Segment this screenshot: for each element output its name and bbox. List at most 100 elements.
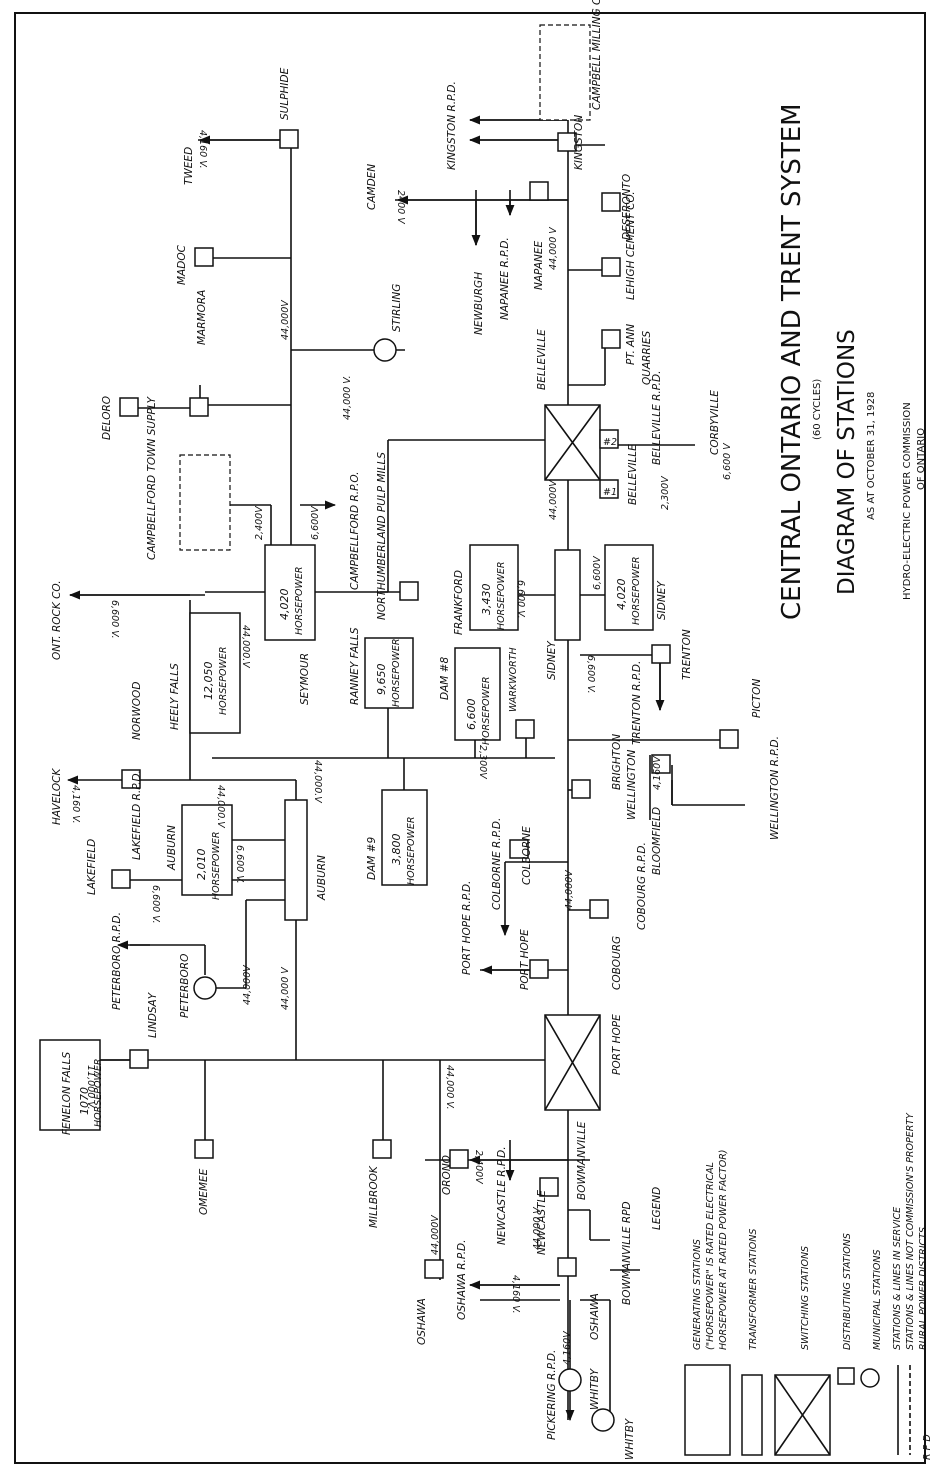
frankford-unit: HORSEPOWER [496,562,507,630]
label-cobourg-rpd: COBOURG R.P.D. [636,842,648,930]
svg-text:4,160 V.: 4,160 V. [197,130,208,169]
svg-text:4,160 V.: 4,160 V. [510,1275,521,1314]
svg-text:GENERATING STATIONS: GENERATING STATIONS [692,1239,703,1350]
auburn-gen-unit: HORSEPOWER [211,832,222,900]
dam8-hp: 6,600 [465,699,478,731]
label-bloomfield: BLOOMFIELD [651,807,663,875]
label-deloro: DELORO [101,396,113,440]
sidney-gen-unit: HORSEPOWER [631,557,642,625]
label-whitby: WHITBY [589,1367,601,1410]
label-sidney-ts: SIDNEY [546,640,558,680]
label-belleville: BELLEVILLE [536,329,548,390]
svg-text:44,000 V: 44,000 V [532,1206,543,1250]
svg-text:44,000 V.: 44,000 V. [444,1065,455,1110]
svg-text:6,600 V: 6,600 V [722,442,733,480]
svg-text:44,000V: 44,000V [242,964,253,1005]
svg-text:6,600 V.: 6,600 V. [109,600,120,639]
label-deseronto: DESERONTO [621,174,633,240]
label-peterboro-rpd: PETERBORO R.P.D. [111,912,123,1010]
drawing-border [14,12,926,1464]
dam9-hp: 3,800 [390,834,403,866]
label-madoc: MADOC [176,244,188,285]
seymour-name: SEYMOUR [299,653,311,705]
svg-text:4,160V: 4,160V [652,755,663,790]
label-oshawa-2: OSHAWA [416,1298,428,1345]
sidney-gen-hp: 4,020 [615,579,628,611]
heely-name: HEELY FALLS [169,663,181,730]
label-port-hope-sw: PORT HOPE [611,1014,623,1075]
fenelon-name: FENELON FALLS [61,1052,73,1135]
svg-text:2,300V: 2,300V [660,475,671,510]
title-block: CENTRAL ONTARIO AND TRENT SYSTEM (60 CYC… [777,103,927,620]
label-lakefield-rpd: LAKEFIELD R.P.D. [131,770,143,860]
label-no2: #2 [603,437,617,448]
label-napanee-rpd: NAPANEE R.P.D. [499,237,511,320]
label-newburgh: NEWBURGH [473,272,485,335]
svg-text:HORSEPOWER AT RATED POWER FACT: HORSEPOWER AT RATED POWER FACTOR) [718,1149,729,1350]
label-lehigh: LEHIGH CEMENT CO. [625,191,637,300]
title-publisher-1: HYDRO-ELECTRIC POWER COMMISSION [902,402,913,600]
svg-text:MUNICIPAL STATIONS: MUNICIPAL STATIONS [872,1249,883,1350]
label-wellington-rpd: WELLINGTON R.P.D. [769,736,781,840]
label-lakefield: LAKEFIELD [86,839,98,895]
label-norwood: NORWOOD [131,682,143,740]
svg-text:44,000 V.: 44,000 V. [342,375,353,420]
auburn-gen-name: AUBURN [166,825,178,871]
switching-stations [544,404,601,1111]
label-warkworth: WARKWORTH [508,647,519,712]
label-quarries: QUARRIES [641,331,653,385]
svg-text:44,000V: 44,000V [548,479,559,520]
label-kingston: KINGSTON [573,115,585,170]
svg-text:SWITCHING STATIONS: SWITCHING STATIONS [800,1246,811,1350]
transformer-stations [284,549,581,921]
label-orono: ORONO [441,1155,453,1195]
fenelon-unit: HORSEPOWER [93,1059,104,1127]
svg-text:2,400V: 2,400V [254,505,265,540]
heely-hp: 12,050 [202,662,215,701]
label-colborne-rpd: COLBORNE R.P.D. [491,818,503,910]
svg-text:44,000.V: 44,000.V [312,760,323,804]
label-kingston-rpd: KINGSTON R.P.D. [446,81,458,170]
label-campbell-milling: CAMPBELL MILLING CO. [591,0,603,110]
label-newcastle-rpd: NEWCASTLE R.P.D. [496,1146,508,1245]
label-northumberland: NORTHUMBERLAND PULP MILLS [376,452,388,620]
label-ont-rock: ONT. ROCK CO. [51,580,63,660]
svg-text:6,600V: 6,600V [592,555,603,590]
svg-text:2400 V: 2400 V [395,190,406,225]
label-tweed: TWEED [183,147,195,185]
label-havelock: HAVELOCK [51,768,63,825]
label-pt-ann: PT. ANN [625,324,637,365]
line-arrows [66,115,673,1422]
label-lindsay: LINDSAY [147,991,159,1038]
label-napanee: NAPANEE [533,240,545,290]
ranney-name: RANNEY FALLS [349,627,361,705]
label-oshawa-1: OSHAWA [589,1293,601,1340]
frankford-name: FRANKFORD [453,570,465,635]
svg-text:6,600V: 6,600V [310,505,321,540]
svg-text:2,400V: 2,400V [473,1150,484,1185]
label-port-hope: PORT HOPE [519,929,531,990]
svg-text:DISTRIBUTING STATIONS: DISTRIBUTING STATIONS [842,1233,853,1350]
label-omemee: OMEMEE [198,1168,210,1215]
transmission-lines [70,119,745,1420]
svg-text:44,000.V: 44,000.V [240,625,251,669]
label-bowmanville: BOWMANVILLE [576,1121,588,1200]
svg-text:44,000V: 44,000V [564,869,575,910]
label-pickering-rpd: PICKERING R.P.D. [546,1350,558,1440]
dam9-unit: HORSEPOWER [406,817,417,885]
generating-stations [39,544,654,1131]
svg-text:4,160 V.: 4,160 V. [70,785,81,824]
label-peterboro: PETERBORO [179,954,191,1018]
svg-text:6,600 V.: 6,600 V. [150,885,161,924]
label-belleville-rpd: BELLEVILLE R.P.D. [651,371,663,465]
svg-text:R P D: R P D [922,1434,933,1460]
non-commission-stations [179,24,591,551]
dam8-name: DAM #8 [439,657,451,700]
title-diagram: DIAGRAM OF STATIONS [834,329,860,595]
svg-text:44,000.V: 44,000.V [215,785,226,829]
svg-text:4,160V: 4,160V [562,1330,573,1365]
svg-text:6,600 V.: 6,600 V. [515,580,526,619]
label-marmora: MARMORA [196,290,208,345]
dam9-name: DAM #9 [366,837,378,880]
svg-text:2,300V: 2,300V [477,745,488,780]
